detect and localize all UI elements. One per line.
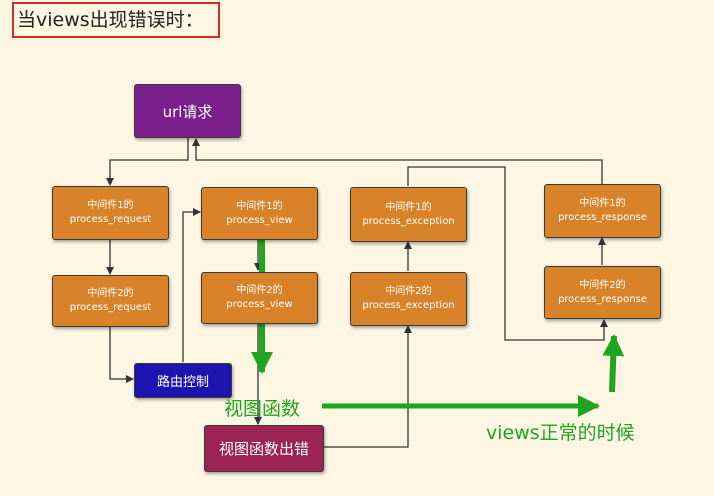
route-control-node: 路由控制 bbox=[134, 363, 232, 398]
green-arrow-up bbox=[602, 334, 625, 393]
edge-error-to-mw2-exception bbox=[324, 325, 412, 448]
page-title: 当views出现错误时： bbox=[12, 2, 220, 38]
view-function-label: 视图函数 bbox=[224, 398, 301, 420]
view-error-node: 视图函数出错 bbox=[204, 425, 324, 472]
edge-route-to-mw1-view bbox=[182, 208, 201, 362]
edge-mw1-response-to-url bbox=[192, 138, 603, 184]
edge-mw2-request-to-route bbox=[109, 326, 134, 383]
edge-url-to-mw1-request bbox=[106, 137, 189, 186]
views-normal-label: views正常的时候 bbox=[486, 422, 635, 444]
url-request-node: url请求 bbox=[134, 84, 241, 138]
